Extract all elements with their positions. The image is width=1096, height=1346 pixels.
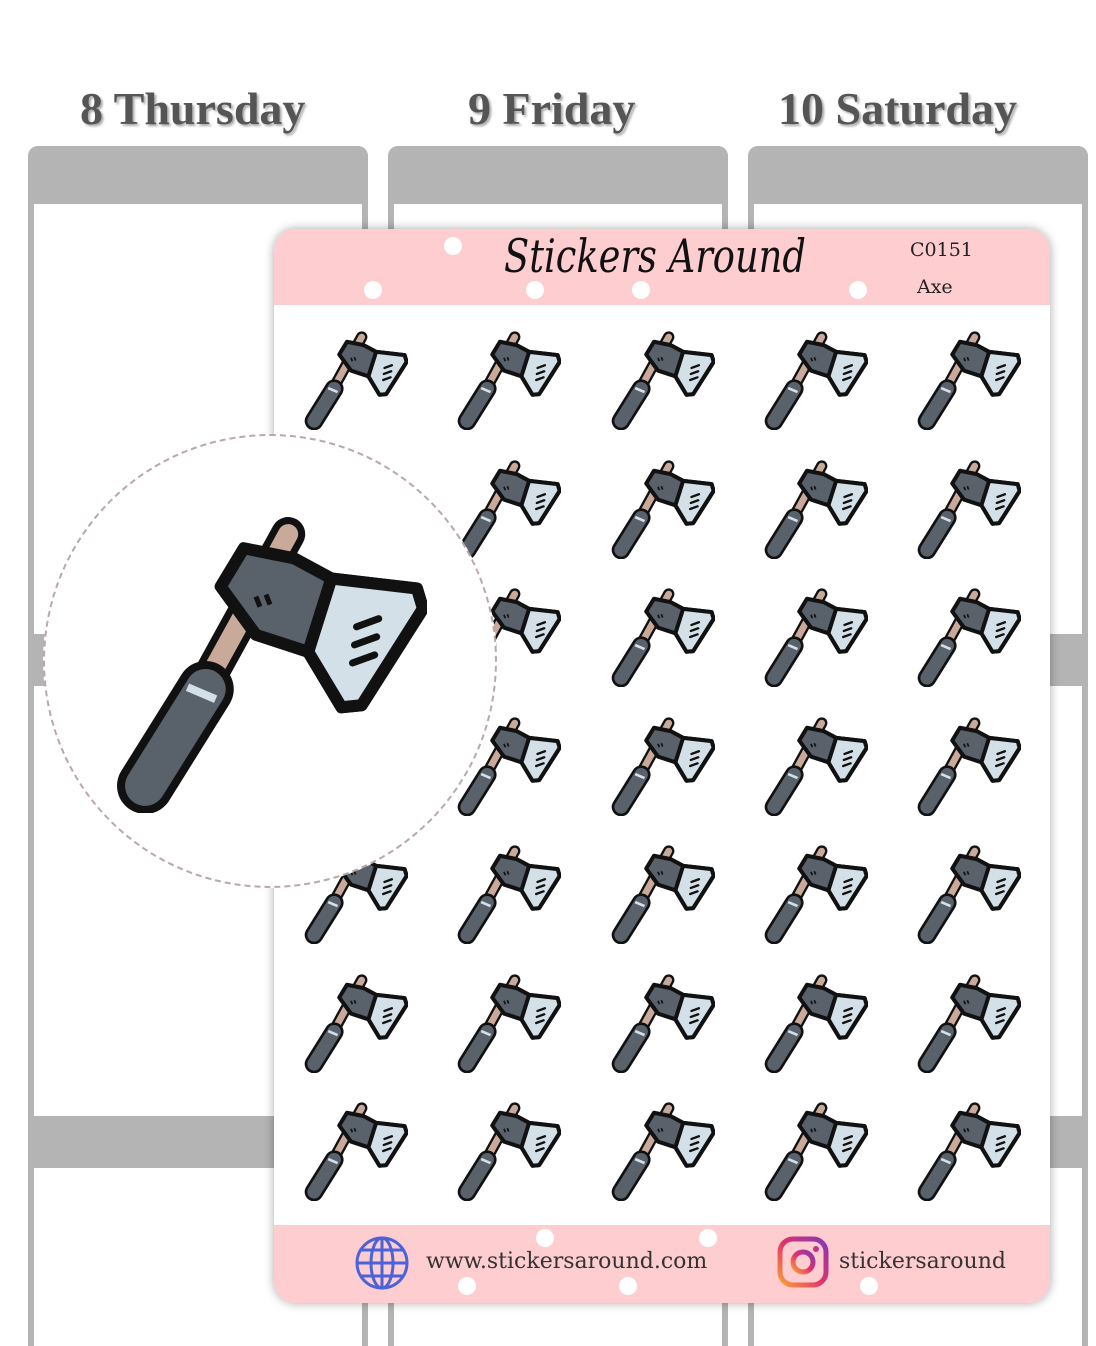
axe-sticker bbox=[917, 717, 1021, 816]
axe-icon bbox=[304, 974, 408, 1073]
axe-sticker bbox=[764, 1102, 868, 1201]
axe-icon bbox=[764, 588, 868, 687]
axe-icon bbox=[764, 1102, 868, 1201]
axe-icon bbox=[457, 460, 561, 559]
axe-icon bbox=[917, 588, 1021, 687]
axe-sticker bbox=[764, 460, 868, 559]
axe-sticker bbox=[764, 974, 868, 1073]
axe-icon bbox=[611, 588, 715, 687]
day-label: 8 Thursday bbox=[80, 83, 306, 134]
axe-sticker bbox=[764, 588, 868, 687]
axe-sticker bbox=[457, 331, 561, 430]
axe-icon bbox=[457, 845, 561, 944]
axe-icon bbox=[115, 516, 427, 813]
axe-sticker bbox=[304, 331, 408, 430]
axe-icon bbox=[764, 974, 868, 1073]
axe-icon bbox=[457, 1102, 561, 1201]
axe-icon bbox=[764, 331, 868, 430]
axe-icon bbox=[611, 331, 715, 430]
axe-sticker bbox=[611, 331, 715, 430]
axe-icon bbox=[611, 717, 715, 816]
instagram-handle[interactable]: stickersaround bbox=[839, 1249, 1006, 1274]
axe-sticker bbox=[611, 717, 715, 816]
axe-icon bbox=[917, 331, 1021, 430]
axe-sticker bbox=[611, 1102, 715, 1201]
axe-icon bbox=[917, 1102, 1021, 1201]
axe-icon bbox=[457, 974, 561, 1073]
axe-sticker bbox=[764, 717, 868, 816]
website-link[interactable]: www.stickersaround.com bbox=[426, 1249, 708, 1274]
axe-sticker bbox=[917, 588, 1021, 687]
axe-icon bbox=[764, 717, 868, 816]
axe-sticker bbox=[917, 1102, 1021, 1201]
day-label: 10 Saturday bbox=[778, 83, 1017, 134]
sheet-header: Stickers Around C0151 Axe bbox=[274, 229, 1050, 305]
axe-sticker bbox=[917, 974, 1021, 1073]
sticker-name: Axe bbox=[917, 276, 953, 298]
axe-sticker bbox=[304, 974, 408, 1073]
globe-icon bbox=[355, 1236, 409, 1290]
axe-icon bbox=[917, 974, 1021, 1073]
zoom-preview bbox=[43, 434, 497, 888]
brand-title: Stickers Around bbox=[504, 229, 806, 283]
axe-sticker bbox=[457, 974, 561, 1073]
axe-sticker bbox=[611, 588, 715, 687]
axe-sticker bbox=[764, 331, 868, 430]
axe-sticker bbox=[457, 460, 561, 559]
axe-icon bbox=[764, 460, 868, 559]
axe-sticker bbox=[457, 1102, 561, 1201]
axe-sticker bbox=[304, 1102, 408, 1201]
axe-icon bbox=[764, 845, 868, 944]
axe-sticker bbox=[917, 331, 1021, 430]
axe-sticker bbox=[917, 460, 1021, 559]
axe-icon bbox=[917, 717, 1021, 816]
axe-icon bbox=[457, 331, 561, 430]
axe-sticker bbox=[917, 845, 1021, 944]
axe-icon bbox=[611, 460, 715, 559]
axe-sticker bbox=[764, 845, 868, 944]
axe-sticker bbox=[611, 974, 715, 1073]
axe-icon bbox=[611, 1102, 715, 1201]
sheet-footer: www.stickersaround.com stickersaround bbox=[274, 1225, 1050, 1303]
sticker-code: C0151 bbox=[910, 239, 973, 261]
day-label: 9 Friday bbox=[468, 83, 636, 134]
axe-icon bbox=[304, 331, 408, 430]
instagram-icon bbox=[777, 1236, 829, 1288]
axe-icon bbox=[304, 1102, 408, 1201]
axe-icon bbox=[917, 460, 1021, 559]
axe-icon bbox=[611, 845, 715, 944]
axe-sticker bbox=[611, 460, 715, 559]
axe-icon bbox=[917, 845, 1021, 944]
axe-sticker bbox=[611, 845, 715, 944]
axe-icon bbox=[611, 974, 715, 1073]
axe-sticker bbox=[457, 845, 561, 944]
